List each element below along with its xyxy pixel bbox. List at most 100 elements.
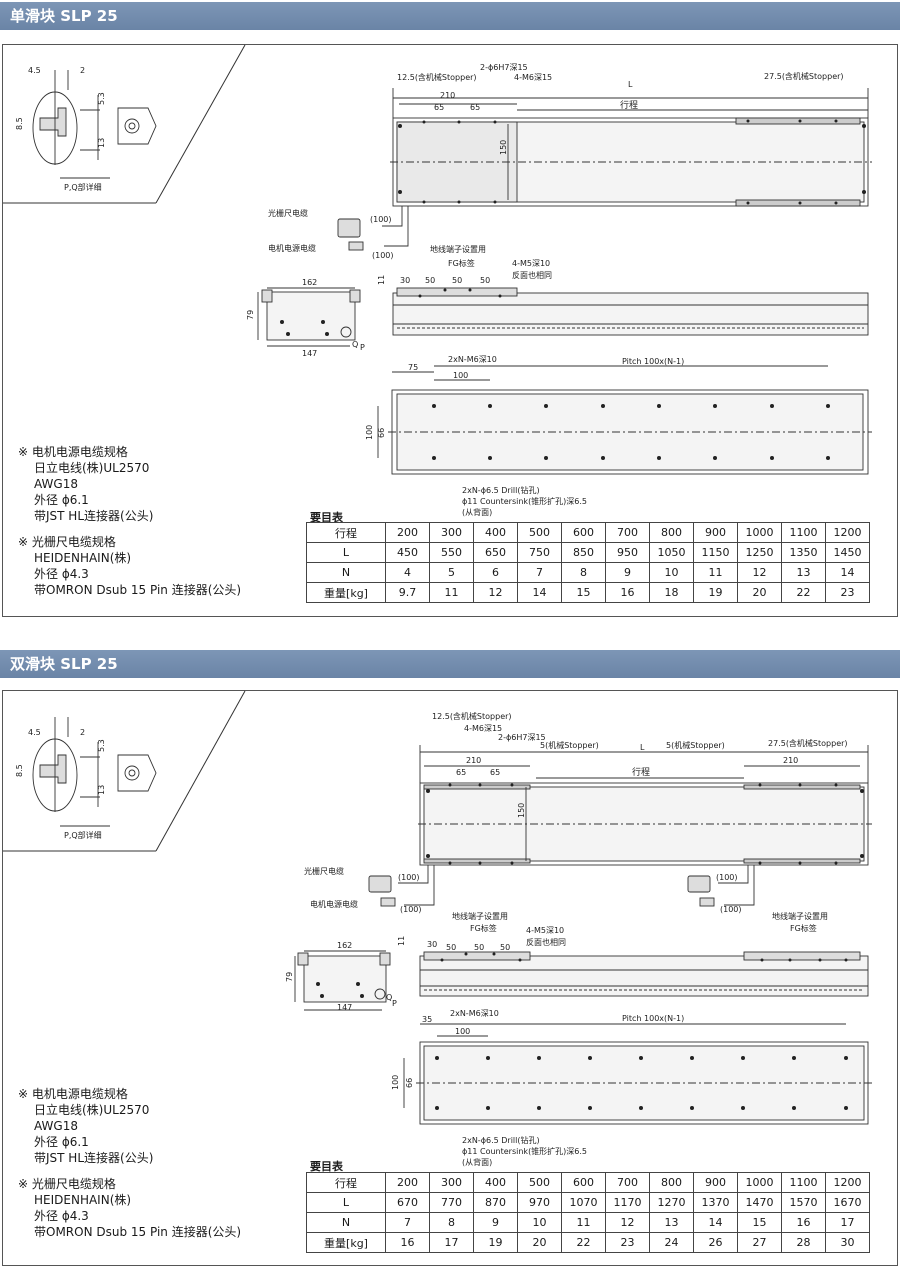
table-cell: 750 <box>517 542 562 563</box>
scale-cable-label: 光栅尺电缆 <box>268 208 308 218</box>
dim-65a: 65 <box>434 103 444 112</box>
right-stopper-dim: 27.5(含机械Stopper) <box>768 738 848 748</box>
table-cell: 300 <box>429 1172 474 1193</box>
table-row: 行程 200 300 400 500 600 700 800 900 1000 … <box>306 522 870 543</box>
table-cell: 900 <box>693 522 738 543</box>
detail-dim-e: 13 <box>97 785 106 795</box>
dim-50a: 50 <box>425 276 435 285</box>
table-cell: 26 <box>693 1232 738 1253</box>
detail-dim-c: 5.3 <box>97 92 106 105</box>
dim-79: 79 <box>246 310 255 320</box>
table-cell: 22 <box>781 582 826 603</box>
table-cell: 900 <box>693 1172 738 1193</box>
cable-100b: (100) <box>400 905 422 914</box>
table-cell: 15 <box>737 1212 782 1233</box>
table-cell: 14 <box>825 562 870 583</box>
countersink-label: ϕ11 Countersink(锥形扩孔)深6.5 <box>462 496 587 506</box>
dim-162: 162 <box>337 941 352 950</box>
dim-35: 35 <box>422 1015 432 1024</box>
bottom-view <box>403 1023 872 1125</box>
note-scale-line: HEIDENHAIN(株) <box>34 1193 132 1207</box>
cable-100c: (100) <box>716 873 738 882</box>
motor-cable-label: 电机电源电缆 <box>268 243 316 253</box>
pq-detail <box>32 717 157 827</box>
note-motor-title: ※ 电机电源电缆规格 <box>18 445 128 459</box>
table-cell: 23 <box>825 582 870 603</box>
dim-147: 147 <box>337 1003 352 1012</box>
m5-label: 4-M5深10 <box>512 259 550 268</box>
ground-label-2: 地线端子设置用 <box>772 911 828 921</box>
top-view <box>390 88 872 207</box>
dim-75: 75 <box>408 363 418 372</box>
side-view <box>419 951 869 997</box>
back-label: (从背面) <box>462 1157 492 1167</box>
pitch-dim: Pitch 100x(N-1) <box>622 1014 684 1023</box>
note-scale-title: ※ 光栅尺电缆规格 <box>18 535 116 549</box>
stroke-dim: 行程 <box>620 99 638 111</box>
ground-label: 地线端子设置用 <box>452 911 508 921</box>
table-cell: 14 <box>517 582 562 603</box>
dim-100: 100 <box>455 1027 470 1036</box>
table-cell: 22 <box>561 1232 606 1253</box>
table-cell: 13 <box>781 562 826 583</box>
detail-dim-a: 4.5 <box>28 66 41 75</box>
table-cell: 17 <box>825 1212 870 1233</box>
table-cell: 1270 <box>649 1192 694 1213</box>
end-view <box>294 950 391 1011</box>
table-cell: 850 <box>561 542 606 563</box>
note-scale-line: 带OMRON Dsub 15 Pin 连接器(公头) <box>34 1225 242 1239</box>
table-cell: 重量[kg] <box>306 582 386 603</box>
table-cell: 16 <box>605 582 650 603</box>
note-motor-line: 外径 ϕ6.1 <box>34 493 89 507</box>
dim-66: 66 <box>377 428 386 438</box>
length-dim: L <box>640 743 645 752</box>
length-dim: L <box>628 80 633 89</box>
cable-100b: (100) <box>372 251 394 260</box>
table-row: 行程 200 300 400 500 600 700 800 900 1000 … <box>306 1172 870 1193</box>
dim-162: 162 <box>302 278 317 287</box>
dim-210: 210 <box>466 756 481 765</box>
pq-detail <box>32 70 157 179</box>
note-motor-line: 日立电线(株)UL2570 <box>34 461 150 475</box>
dim-66: 66 <box>405 1078 414 1088</box>
bottom-holes <box>435 1056 848 1110</box>
dim-50b: 50 <box>452 276 462 285</box>
drill-label: 2xN-ϕ6.5 Drill(钻孔) <box>462 1135 540 1145</box>
table-cell: 9.7 <box>385 582 430 603</box>
detail-dim-d: 8.5 <box>15 764 24 777</box>
fg-label: FG标签 <box>448 258 475 268</box>
fg-label: FG标签 <box>470 923 497 933</box>
dim-30: 30 <box>400 276 410 285</box>
table-cell: 27 <box>737 1232 782 1253</box>
table-cell: 12 <box>605 1212 650 1233</box>
detail-label: P,Q部详细 <box>64 830 102 840</box>
table-cell: 1350 <box>781 542 826 563</box>
table-cell: 670 <box>385 1192 430 1213</box>
note-scale-line: 外径 ϕ4.3 <box>34 1209 89 1223</box>
reverse-label: 反面也相同 <box>512 270 552 280</box>
section-1-title: 单滑块 SLP 25 <box>0 2 900 30</box>
label-p: P <box>360 343 365 352</box>
note-scale-line: 带OMRON Dsub 15 Pin 连接器(公头) <box>34 583 242 597</box>
table-cell: 重量[kg] <box>306 1232 386 1253</box>
table-cell: 500 <box>517 522 562 543</box>
spec-table: 行程 200 300 400 500 600 700 800 900 1000 … <box>306 522 870 603</box>
table-cell: 770 <box>429 1192 474 1213</box>
reverse-label: 反面也相同 <box>526 937 566 947</box>
dim-50c: 50 <box>500 943 510 952</box>
dim-79: 79 <box>285 972 294 982</box>
ground-label: 地线端子设置用 <box>430 244 486 254</box>
cable-100a: (100) <box>398 873 420 882</box>
cable-100a: (100) <box>370 215 392 224</box>
note-motor-line: 日立电线(株)UL2570 <box>34 1103 150 1117</box>
dim-50b: 50 <box>474 943 484 952</box>
table-cell: 30 <box>825 1232 870 1253</box>
table-cell: 500 <box>517 1172 562 1193</box>
dim-30: 30 <box>427 940 437 949</box>
end-view <box>257 287 361 347</box>
table-cell: 1170 <box>605 1192 650 1213</box>
table-cell: 1250 <box>737 542 782 563</box>
table-cell: 7 <box>385 1212 430 1233</box>
table-cell: 970 <box>517 1192 562 1213</box>
scale-cable-label: 光栅尺电缆 <box>304 866 344 876</box>
